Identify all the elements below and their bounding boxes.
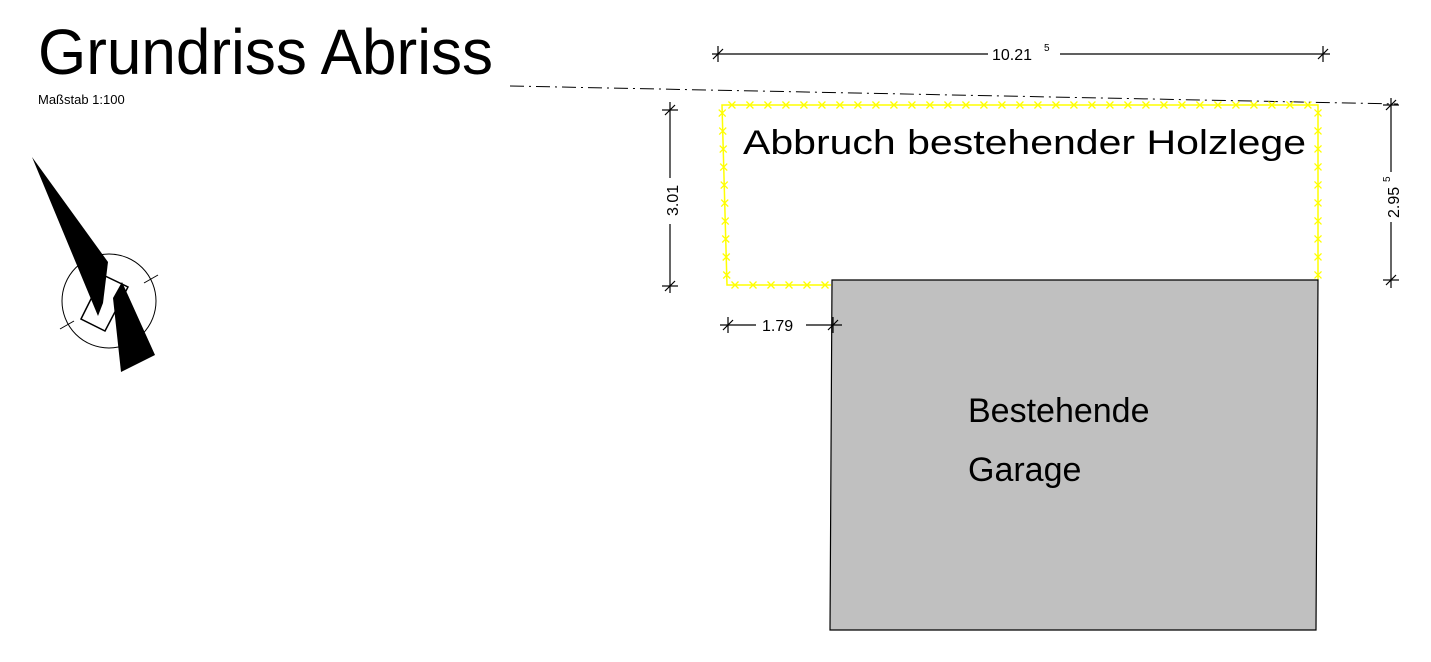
boundary-x-mark bbox=[1015, 101, 1024, 109]
garage-footprint bbox=[829, 279, 1319, 631]
boundary-x-mark bbox=[907, 101, 916, 109]
boundary-x-mark bbox=[1314, 252, 1322, 261]
boundary-x-mark bbox=[722, 271, 731, 279]
boundary-x-mark bbox=[745, 101, 754, 109]
boundary-x-mark bbox=[1314, 126, 1322, 135]
boundary-x-mark bbox=[749, 281, 757, 289]
boundary-x-mark bbox=[721, 235, 730, 243]
boundary-x-mark bbox=[1033, 101, 1042, 109]
boundary-x-mark bbox=[835, 101, 844, 109]
boundary-x-mark bbox=[731, 281, 739, 289]
boundary-x-mark bbox=[943, 101, 952, 109]
boundary-x-mark bbox=[767, 281, 775, 289]
boundary-x-mark bbox=[817, 101, 826, 109]
boundary-x-mark bbox=[799, 101, 808, 109]
boundary-x-mark bbox=[1249, 101, 1258, 109]
boundary-x-mark bbox=[781, 101, 790, 109]
boundary-x-mark bbox=[1069, 101, 1078, 109]
garage-label-line1: Bestehende bbox=[968, 392, 1150, 430]
boundary-x-mark bbox=[979, 101, 988, 109]
demolition-boundary bbox=[718, 101, 1322, 289]
boundary-x-mark bbox=[925, 101, 934, 109]
boundary-x-mark bbox=[889, 101, 898, 109]
scale-label: Maßstab 1:100 bbox=[38, 92, 125, 107]
dimension-height-left-value: 3.01 bbox=[665, 185, 682, 216]
boundary-x-mark bbox=[803, 281, 811, 289]
dimension-height-right-value: 2.95 bbox=[1386, 187, 1403, 218]
boundary-x-mark bbox=[1105, 101, 1114, 109]
boundary-x-mark bbox=[1123, 101, 1132, 109]
garage-label-line2: Garage bbox=[968, 451, 1081, 489]
boundary-x-mark bbox=[1159, 101, 1168, 109]
boundary-x-mark bbox=[871, 101, 880, 109]
boundary-x-mark bbox=[1314, 216, 1322, 225]
dimension-offset-bottom: 1.79 bbox=[720, 317, 842, 335]
boundary-x-mark bbox=[821, 281, 829, 289]
dimension-width-top: 10.21 5 bbox=[712, 43, 1330, 64]
boundary-x-mark bbox=[961, 101, 970, 109]
boundary-x-mark bbox=[720, 199, 729, 207]
boundary-x-mark bbox=[1213, 101, 1222, 109]
boundary-x-mark bbox=[718, 109, 727, 118]
boundary-x-mark bbox=[1087, 101, 1096, 109]
boundary-x-mark bbox=[763, 101, 772, 109]
boundary-x-mark bbox=[853, 101, 862, 109]
boundary-x-mark bbox=[1314, 144, 1322, 153]
boundary-x-mark bbox=[785, 281, 793, 289]
boundary-x-mark bbox=[719, 163, 728, 172]
property-line bbox=[509, 85, 1399, 105]
boundary-x-mark bbox=[1314, 180, 1322, 189]
boundary-x-mark bbox=[720, 181, 729, 189]
boundary-x-mark bbox=[1051, 101, 1060, 109]
boundary-x-mark bbox=[727, 101, 736, 109]
boundary-x-mark bbox=[1267, 101, 1276, 109]
boundary-x-mark bbox=[1177, 101, 1186, 109]
boundary-x-mark bbox=[722, 253, 731, 261]
boundary-x-mark bbox=[1314, 108, 1322, 117]
dimension-width-top-sup: 5 bbox=[1044, 43, 1050, 54]
boundary-x-mark bbox=[1314, 198, 1322, 207]
boundary-x-mark bbox=[1314, 270, 1322, 279]
dimension-height-left: 3.01 bbox=[662, 102, 682, 293]
boundary-x-mark bbox=[1285, 101, 1294, 109]
dimension-height-right-sup: 5 bbox=[1382, 176, 1393, 182]
boundary-x-mark bbox=[1314, 162, 1322, 171]
boundary-x-mark bbox=[1314, 234, 1322, 243]
demolition-label: Abbruch bestehender Holzlege bbox=[743, 124, 1306, 162]
boundary-x-mark bbox=[1303, 101, 1312, 109]
boundary-x-mark bbox=[718, 127, 727, 136]
boundary-x-mark bbox=[1195, 101, 1204, 109]
dimension-height-right: 2.95 5 bbox=[1382, 98, 1403, 288]
boundary-x-mark bbox=[1231, 101, 1240, 109]
boundary-x-mark bbox=[997, 101, 1006, 109]
boundary-x-mark bbox=[719, 145, 728, 154]
dimension-offset-bottom-value: 1.79 bbox=[762, 318, 793, 335]
boundary-x-mark bbox=[721, 217, 730, 225]
dimension-width-top-value: 10.21 bbox=[992, 47, 1032, 64]
north-arrow-icon bbox=[32, 157, 159, 372]
boundary-x-mark bbox=[1141, 101, 1150, 109]
page-title: Grundriss Abriss bbox=[38, 16, 493, 88]
